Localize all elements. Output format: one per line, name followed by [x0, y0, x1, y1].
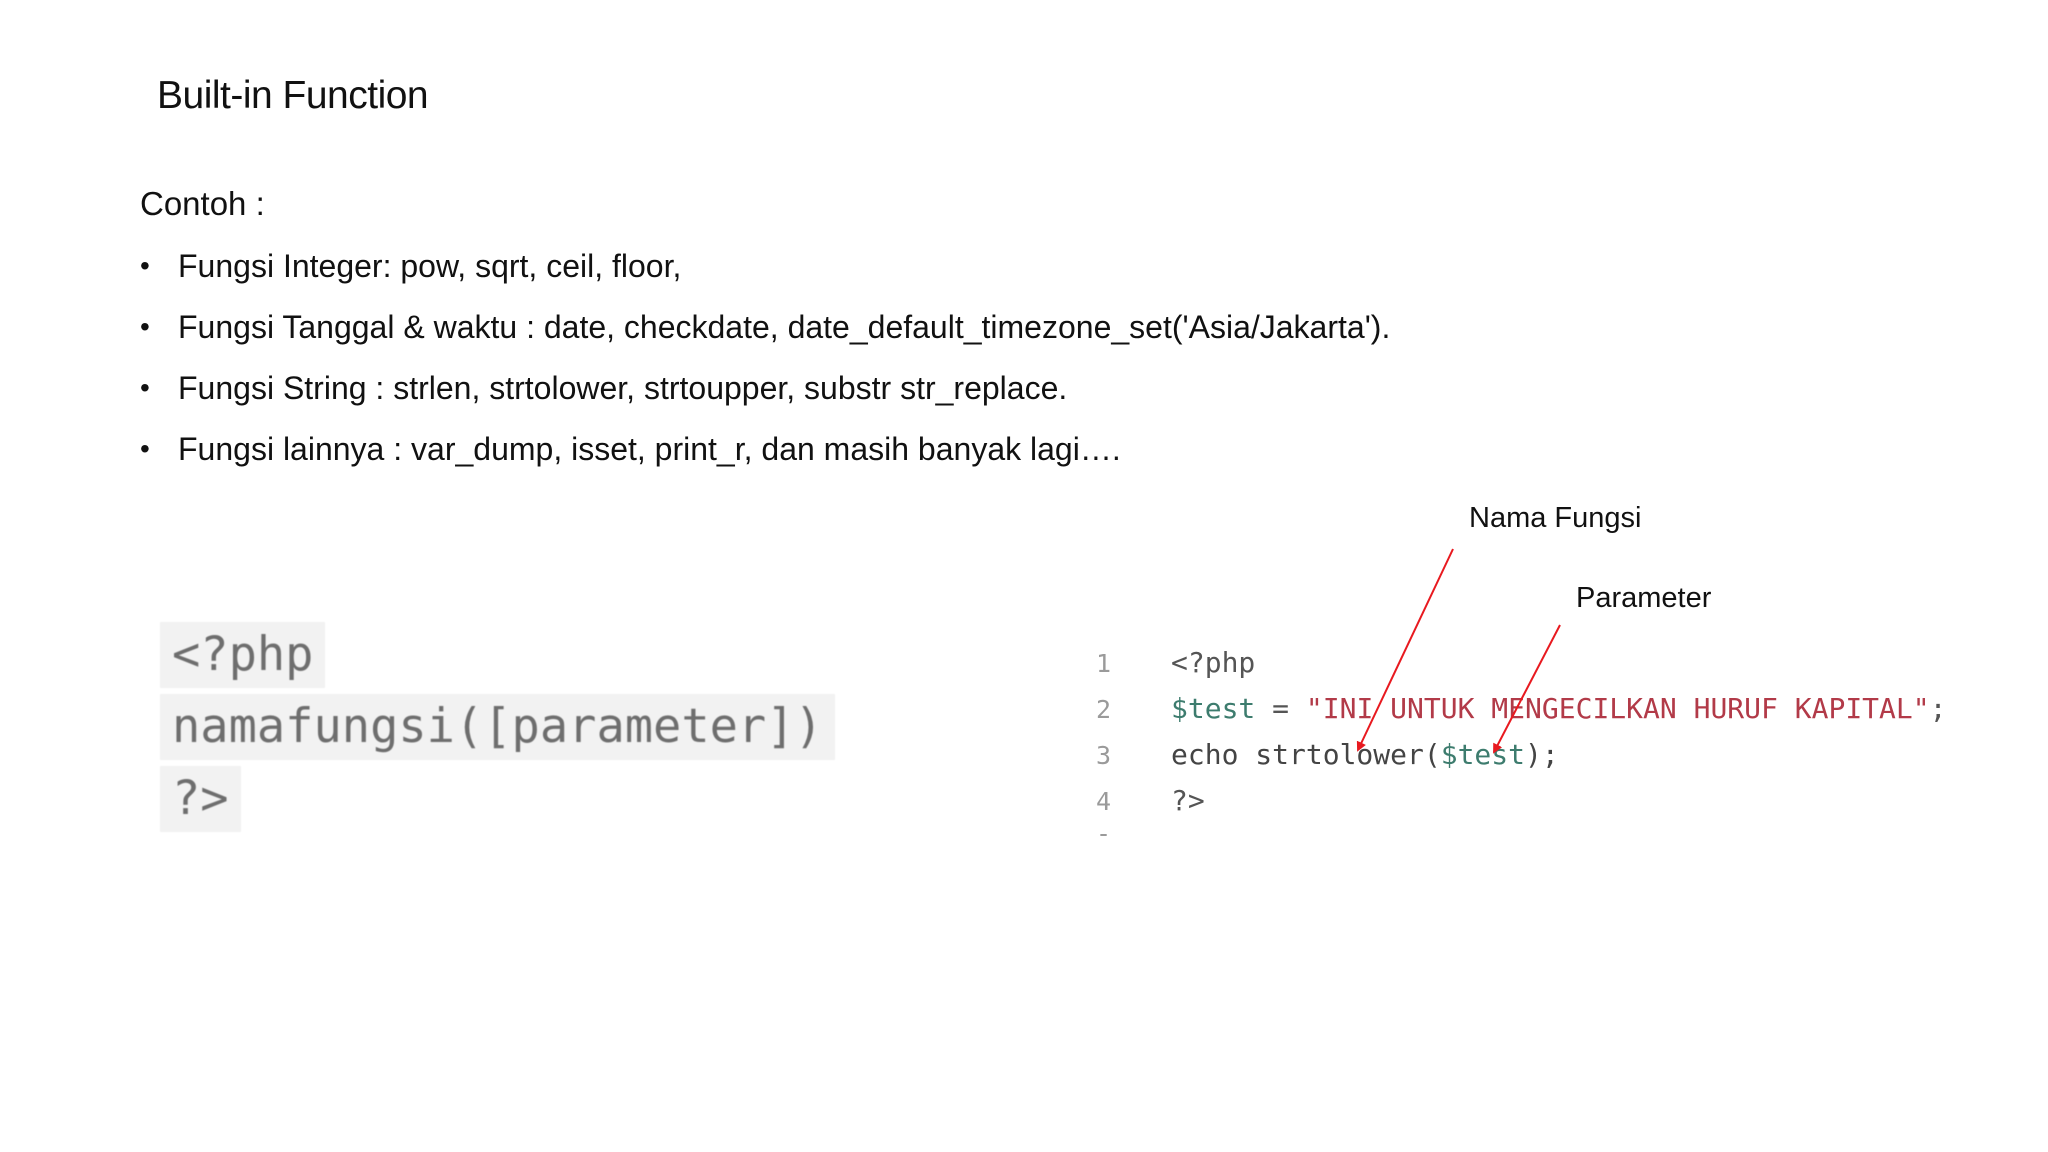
code-text: <?php	[1171, 646, 1256, 679]
trailing-mark: -	[1096, 819, 1112, 848]
parameter-label: Parameter	[1576, 582, 1712, 614]
bullet-text: Fungsi Integer: pow, sqrt, ceil, floor,	[178, 248, 682, 284]
bullet-list: • Fungsi Integer: pow, sqrt, ceil, floor,…	[140, 244, 1390, 488]
code-semicolon: ;	[1929, 692, 1947, 725]
code-example-image: 1 <?php 2 $test = "INI UNTUK MENGECILKAN H…	[1080, 640, 2020, 870]
bullet-dot: •	[140, 372, 150, 403]
intro-text: Contoh :	[140, 185, 265, 222]
bullet-item: • Fungsi String : strlen, strtolower, str…	[140, 366, 1390, 427]
code-line: 3 echo strtolower($test);	[1080, 732, 1559, 778]
code-close-paren: );	[1525, 738, 1559, 771]
code-line: -	[1080, 818, 1171, 848]
code-string: "INI UNTUK MENGECILKAN HURUF KAPITAL"	[1305, 692, 1930, 725]
code-function-call: echo strtolower(	[1171, 738, 1441, 771]
bullet-item: • Fungsi Integer: pow, sqrt, ceil, floor,	[140, 244, 1390, 305]
code-text: ?>	[1171, 784, 1205, 817]
code-variable: $test	[1440, 738, 1526, 771]
slide-title: Built-in Function	[157, 74, 429, 117]
bullet-text: Fungsi lainnya : var_dump, isset, print_…	[178, 431, 1121, 467]
syntax-line: ?>	[160, 766, 241, 832]
bullet-dot: •	[140, 311, 150, 342]
syntax-example-image: <?php namafungsi([parameter]) ?>	[160, 622, 835, 837]
syntax-line: <?php	[160, 622, 326, 688]
bullet-text: Fungsi String : strlen, strtolower, strt…	[178, 370, 1068, 406]
code-variable: $test	[1171, 692, 1256, 725]
code-line: 1 <?php	[1080, 640, 1255, 686]
bullet-item: • Fungsi lainnya : var_dump, isset, print…	[140, 427, 1390, 488]
code-line: 4 ?>	[1080, 778, 1205, 824]
function-name-label: Nama Fungsi	[1469, 502, 1642, 534]
function-name-arrow	[1356, 548, 1454, 752]
bullet-dot: •	[140, 250, 150, 281]
syntax-line: namafungsi([parameter])	[160, 694, 835, 760]
bullet-item: • Fungsi Tanggal & waktu : date, checkdat…	[140, 305, 1390, 366]
code-line: 2 $test = "INI UNTUK MENGECILKAN HURUF KA…	[1080, 686, 1946, 732]
line-number: 2	[1096, 695, 1112, 724]
bullet-text: Fungsi Tanggal & waktu : date, checkdate…	[178, 309, 1391, 345]
line-number: 3	[1096, 741, 1112, 770]
parameter-arrow	[1493, 624, 1561, 754]
bullet-dot: •	[140, 433, 150, 464]
line-number: 1	[1096, 649, 1112, 678]
line-number: 4	[1096, 787, 1112, 816]
code-operator: =	[1255, 692, 1306, 725]
